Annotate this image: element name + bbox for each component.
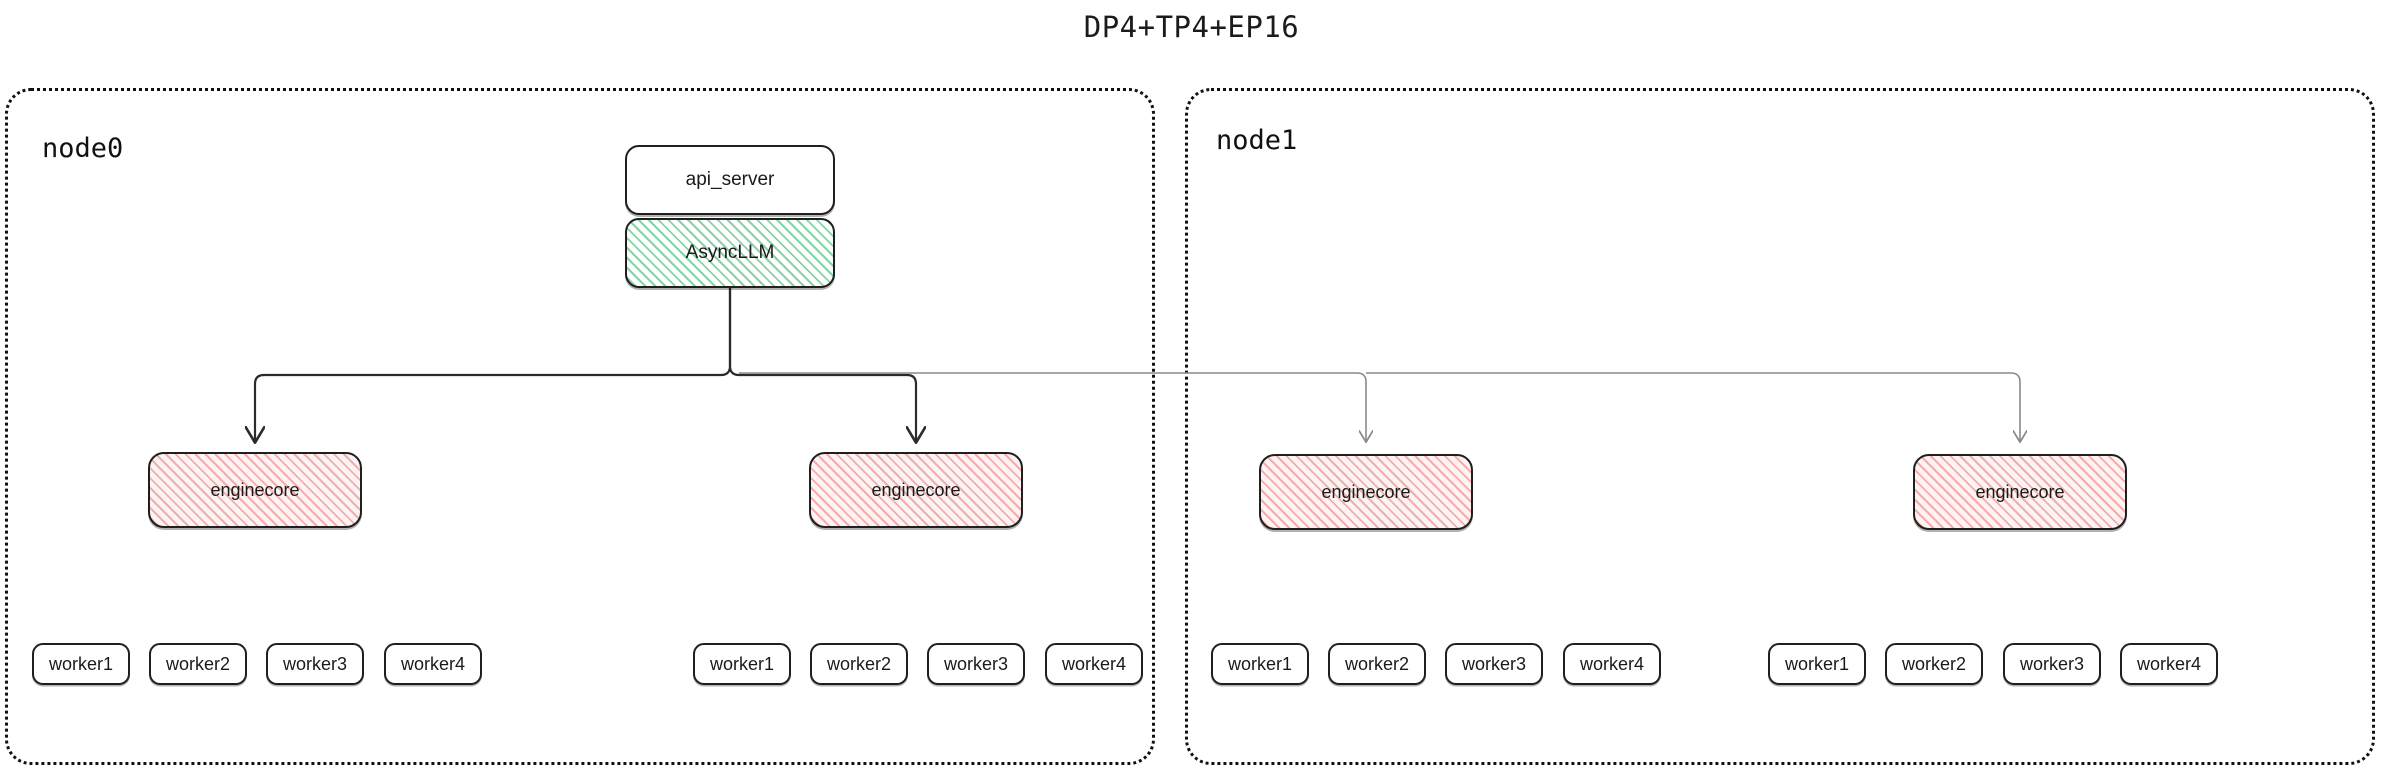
worker-box[interactable]: worker1 <box>1768 643 1866 685</box>
worker-label: worker2 <box>1901 653 1967 674</box>
worker-box[interactable]: worker4 <box>2120 643 2218 685</box>
async-llm-box[interactable]: AsyncLLM <box>625 218 835 288</box>
worker-box[interactable]: worker3 <box>266 643 364 685</box>
worker-label: worker4 <box>400 653 466 674</box>
node-label-node0: node0 <box>42 133 124 164</box>
node-label-node1: node1 <box>1216 125 1298 156</box>
worker-box[interactable]: worker3 <box>927 643 1025 685</box>
worker-box[interactable]: worker1 <box>32 643 130 685</box>
worker-label: worker1 <box>1227 653 1293 674</box>
worker-label: worker4 <box>2136 653 2202 674</box>
enginecore-label: enginecore <box>210 479 300 500</box>
worker-box[interactable]: worker3 <box>2003 643 2101 685</box>
worker-label: worker4 <box>1061 653 1127 674</box>
worker-box[interactable]: worker4 <box>1563 643 1661 685</box>
worker-box[interactable]: worker2 <box>1885 643 1983 685</box>
enginecore-box-node1-0[interactable]: enginecore <box>1259 454 1473 530</box>
page-title: DP4+TP4+EP16 <box>1083 10 1300 44</box>
api-server-label: api_server <box>685 169 775 190</box>
worker-label: worker3 <box>1461 653 1527 674</box>
worker-box[interactable]: worker4 <box>384 643 482 685</box>
enginecore-label: enginecore <box>1975 481 2065 502</box>
enginecore-label: enginecore <box>871 479 961 500</box>
enginecore-box-node0-0[interactable]: enginecore <box>148 452 362 528</box>
worker-label: worker2 <box>1344 653 1410 674</box>
worker-label: worker1 <box>48 653 114 674</box>
worker-label: worker2 <box>826 653 892 674</box>
async-llm-label: AsyncLLM <box>685 242 775 263</box>
worker-label: worker4 <box>1579 653 1645 674</box>
worker-box[interactable]: worker2 <box>149 643 247 685</box>
worker-box[interactable]: worker1 <box>1211 643 1309 685</box>
enginecore-label: enginecore <box>1321 481 1411 502</box>
worker-box[interactable]: worker1 <box>693 643 791 685</box>
enginecore-box-node0-1[interactable]: enginecore <box>809 452 1023 528</box>
worker-label: worker3 <box>282 653 348 674</box>
worker-box[interactable]: worker2 <box>810 643 908 685</box>
worker-box[interactable]: worker3 <box>1445 643 1543 685</box>
worker-box[interactable]: worker4 <box>1045 643 1143 685</box>
api-server-box[interactable]: api_server <box>625 145 835 215</box>
worker-box[interactable]: worker2 <box>1328 643 1426 685</box>
worker-label: worker3 <box>943 653 1009 674</box>
worker-label: worker3 <box>2019 653 2085 674</box>
enginecore-box-node1-1[interactable]: enginecore <box>1913 454 2127 530</box>
worker-label: worker2 <box>165 653 231 674</box>
worker-label: worker1 <box>1784 653 1850 674</box>
worker-label: worker1 <box>709 653 775 674</box>
